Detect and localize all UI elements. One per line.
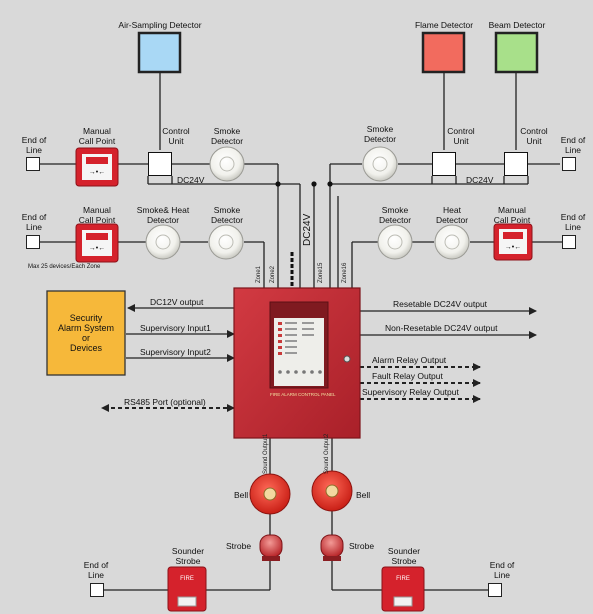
security-box-line1: Security	[69, 313, 103, 323]
wiring	[40, 72, 562, 591]
sounder-strobe-label-left: Sounder Strobe	[171, 546, 205, 566]
smoke-heat-detector	[145, 224, 181, 260]
manual-call-point-mid-left: →•←	[75, 223, 119, 263]
svg-text:→•←: →•←	[89, 169, 105, 176]
flame-detector	[421, 31, 466, 74]
control-unit-label-left: Control Unit	[162, 126, 190, 146]
max-devices-note: Max 25 devices/Each Zone	[28, 264, 101, 270]
smoke-detector-label-mid-right: Smoke Detector	[378, 205, 412, 225]
dc24v-label-left: DC24V	[177, 175, 205, 185]
end-of-line-box-top-left	[26, 157, 40, 171]
sounder-fire-text-right: FIRE	[396, 576, 410, 582]
left-signal-arrows	[101, 304, 236, 412]
dc24v-label-right: DC24V	[466, 175, 494, 185]
control-unit-mid	[432, 152, 456, 176]
fire-alarm-control-panel	[233, 287, 361, 439]
supervisory-input2-label: Supervisory Input2	[140, 347, 211, 357]
heat-detector-label: Heat Detector	[435, 205, 469, 225]
panel-caption: FIRE ALARM CONTROL PANEL	[270, 392, 336, 397]
zone2-label: Zone2	[270, 265, 276, 283]
end-of-line-box-bottom-left	[90, 583, 104, 597]
control-unit-label-mid: Control Unit	[447, 126, 475, 146]
supervisory-input1-label: Supervisory Input1	[140, 323, 211, 333]
control-unit-label-right: Control Unit	[520, 126, 548, 146]
sounder-strobe-right	[381, 566, 425, 612]
zone15-label: Zone15	[318, 262, 324, 283]
alarm-relay-label: Alarm Relay Output	[372, 355, 447, 365]
resetable-output-label: Resetable DC24V output	[393, 299, 488, 309]
junction-dots	[275, 181, 333, 187]
beam-detector	[494, 31, 539, 74]
security-box-line2: Alarm System	[57, 323, 114, 333]
end-of-line-box-mid-right	[562, 235, 576, 249]
rs485-port-label: RS485 Port (optional)	[124, 397, 206, 407]
security-alarm-box	[46, 290, 126, 376]
end-of-line-box-mid-left	[26, 235, 40, 249]
supervisory-relay-label: Supervisory Relay Output	[362, 387, 459, 397]
smoke-detector-label-mid-left: Smoke Detector	[210, 205, 244, 225]
smoke-detector-mid-left	[208, 224, 244, 260]
flame-label: Flame Detector	[414, 20, 474, 30]
manual-call-point-label-mid-right: Manual Call Point	[493, 205, 531, 225]
bell-label-right: Bell	[356, 490, 371, 500]
strobe-right	[320, 534, 344, 561]
svg-text:→•←: →•←	[505, 244, 521, 251]
manual-call-point-mid-right: →•←	[493, 223, 533, 261]
sound-output2-label: Sound Output2	[324, 433, 330, 474]
security-box-line3: or	[81, 333, 90, 343]
end-of-line-box-top-right	[562, 157, 576, 171]
control-unit-right	[504, 152, 528, 176]
bell-label-left: Bell	[234, 490, 249, 500]
svg-text:→•←: →•←	[89, 245, 105, 252]
sounder-strobe-label-right: Sounder Strobe	[387, 546, 421, 566]
manual-call-point-top-left: →•←	[75, 147, 119, 187]
end-of-line-label-bottom-right: End of Line	[489, 560, 515, 580]
non-resetable-output-label: Non-Resetable DC24V output	[385, 323, 498, 333]
smoke-detector-label-top-right: Smoke Detector	[363, 124, 397, 144]
smoke-detector-label-top-left: Smoke Detector	[210, 126, 244, 146]
end-of-line-label-mid-left: End of Line	[21, 212, 47, 232]
smoke-detector-mid-right	[377, 224, 413, 260]
security-box-text: Security Alarm System or Devices	[47, 291, 125, 375]
smoke-heat-detector-label: Smoke& Heat Detector	[136, 205, 190, 225]
air-sampling-detector	[137, 31, 182, 74]
dc12v-output-label: DC12V output	[150, 297, 204, 307]
strobe-label-right: Strobe	[349, 541, 375, 551]
sounder-strobe-left	[167, 566, 207, 612]
bell-right	[311, 470, 353, 512]
air-sampling-label: Air-Sampling Detector	[118, 20, 202, 30]
strobe-left	[259, 534, 283, 561]
dc24v-vertical-label: DC24V	[302, 213, 313, 246]
manual-call-point-label-top-left: Manual Call Point	[78, 126, 116, 146]
end-of-line-label-mid-right: End of Line	[560, 212, 586, 232]
end-of-line-box-bottom-right	[488, 583, 502, 597]
control-unit-left	[148, 152, 172, 176]
end-of-line-label-top-left: End of Line	[21, 135, 47, 155]
manual-call-point-label-mid-left: Manual Call Point	[78, 205, 116, 225]
end-of-line-label-top-right: End of Line	[560, 135, 586, 155]
smoke-detector-top-left	[209, 146, 245, 182]
bell-left	[249, 473, 291, 515]
fault-relay-label: Fault Relay Output	[372, 371, 443, 381]
right-output-arrows	[360, 307, 537, 403]
sounder-fire-text-left: FIRE	[180, 576, 194, 582]
end-of-line-label-bottom-left: End of Line	[83, 560, 109, 580]
beam-label: Beam Detector	[488, 20, 546, 30]
zone16-label: Zone16	[342, 262, 348, 283]
strobe-label-left: Strobe	[226, 541, 252, 551]
zone1-label: Zone1	[256, 265, 262, 283]
smoke-detector-top-right	[362, 146, 398, 182]
heat-detector	[434, 224, 470, 260]
sound-output1-label: Sound Output1	[263, 433, 269, 474]
security-box-line4: Devices	[69, 343, 102, 353]
